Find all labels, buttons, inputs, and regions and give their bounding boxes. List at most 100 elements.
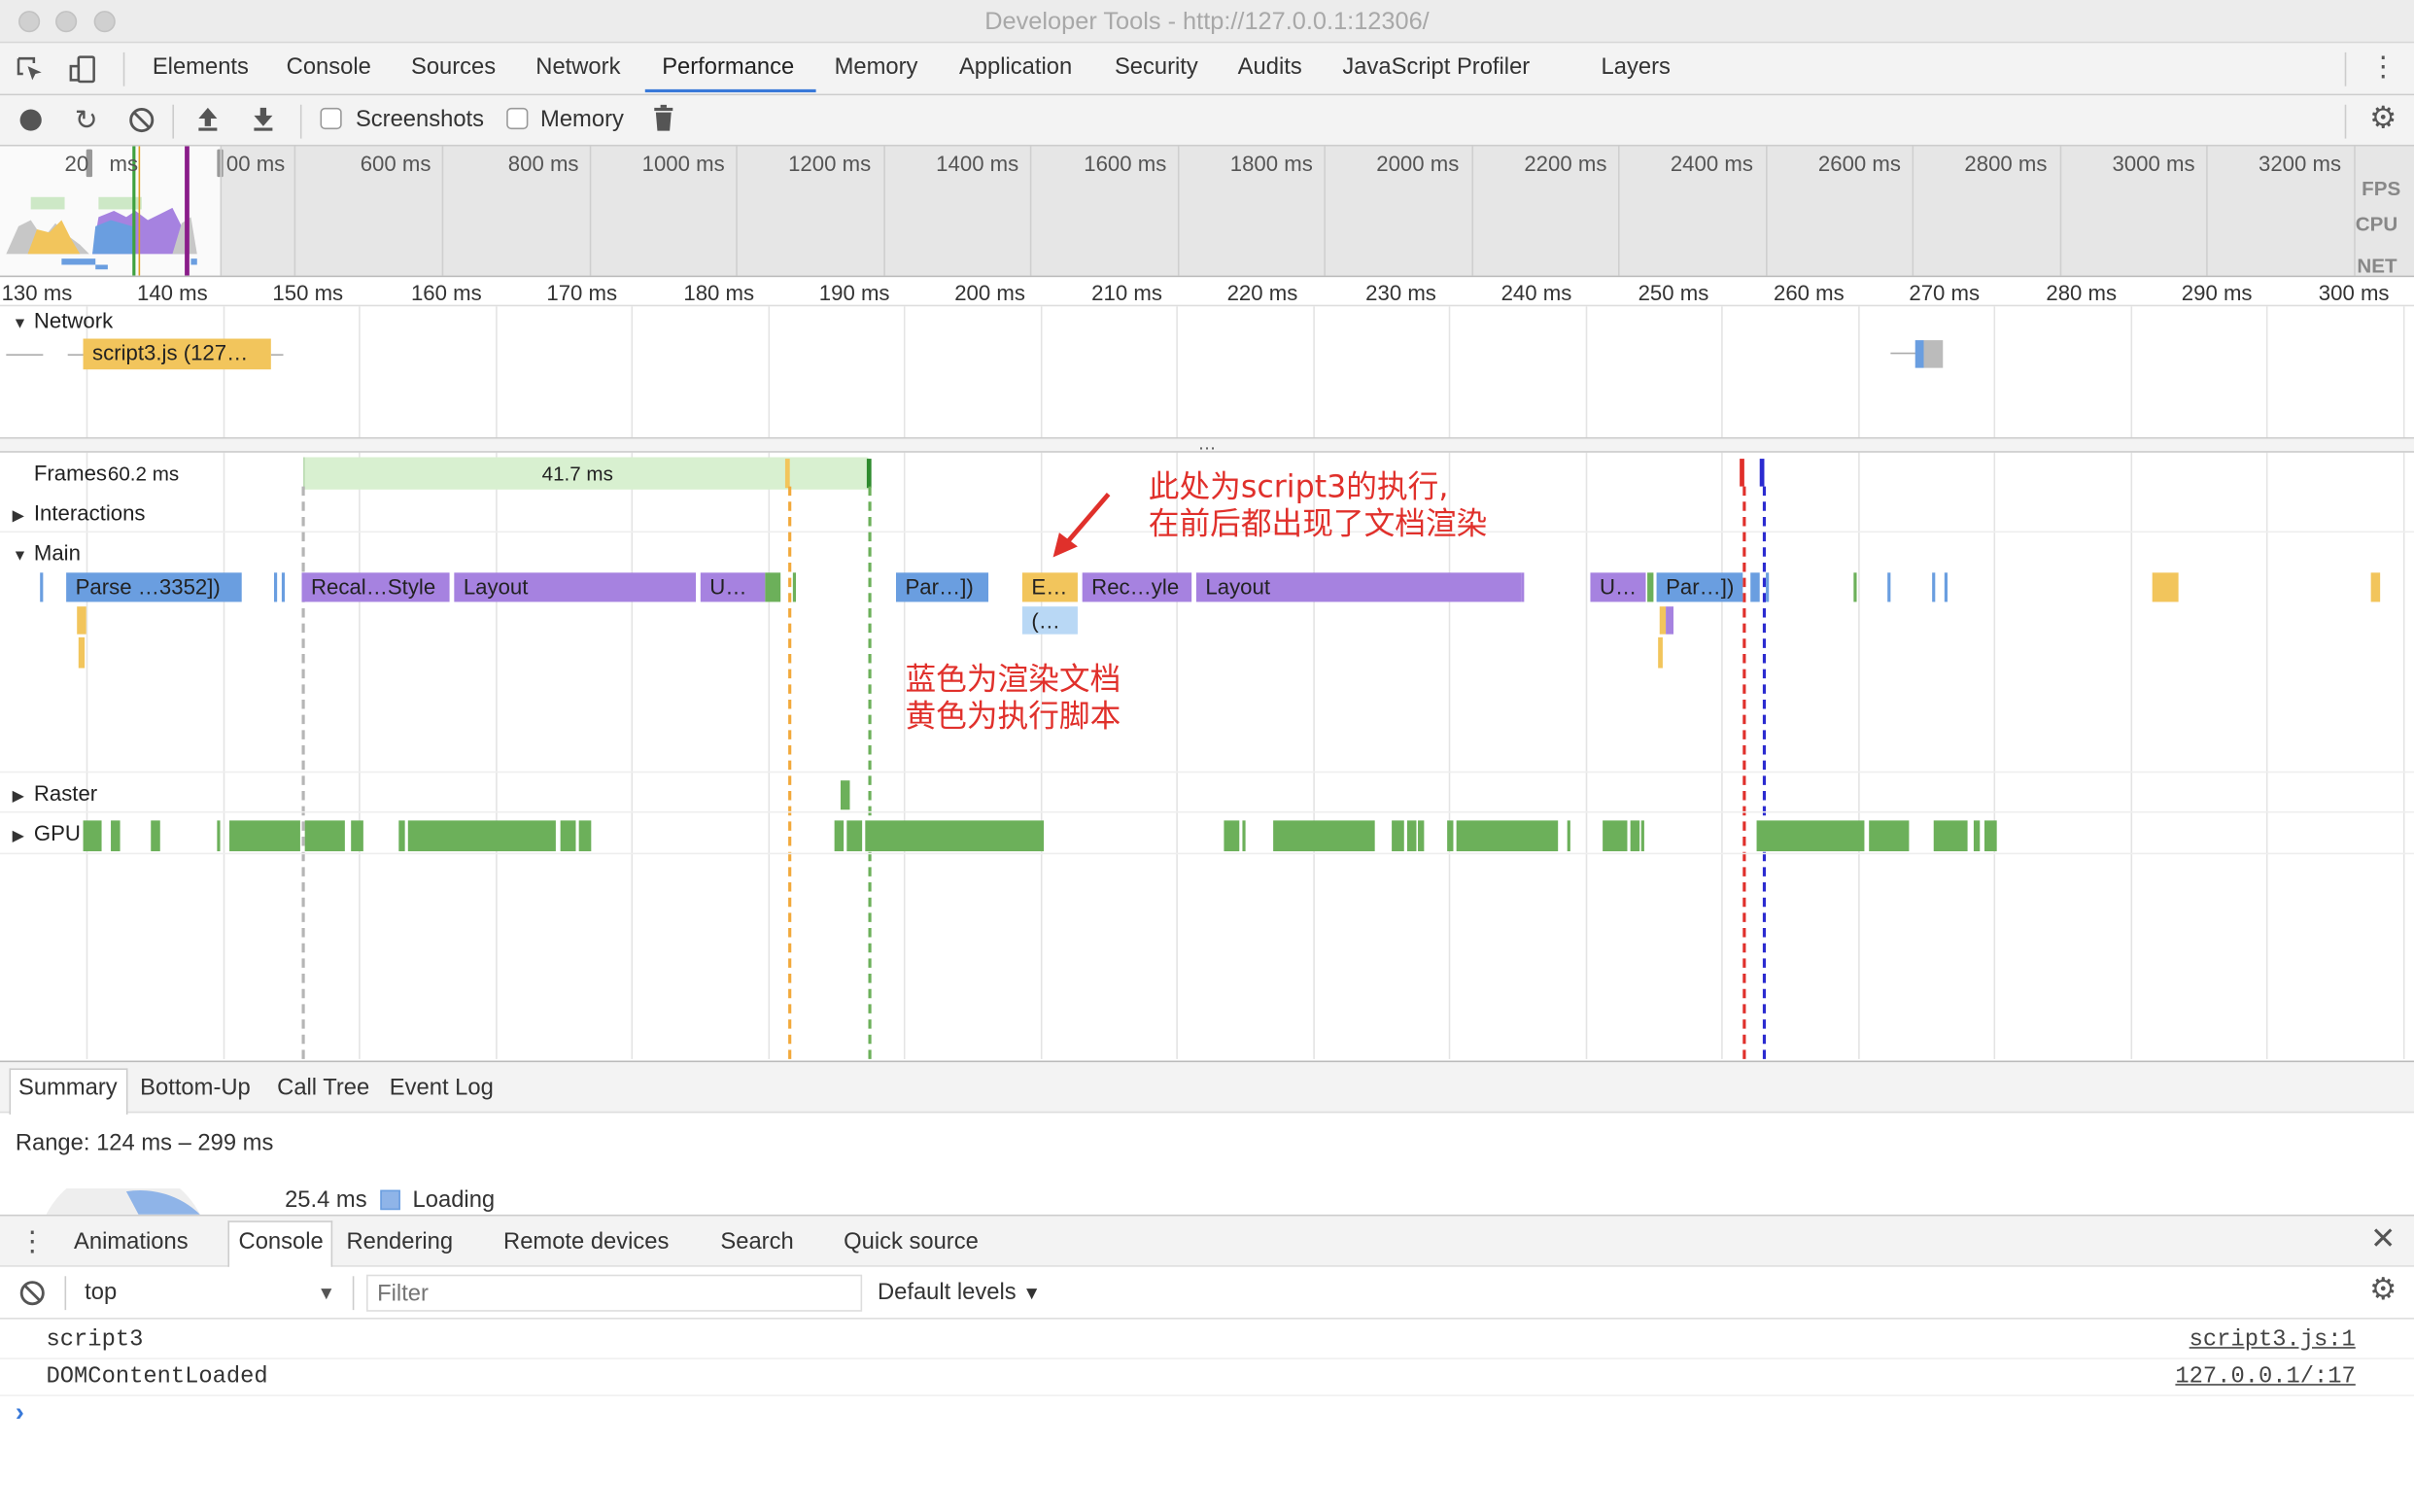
main-slice[interactable] [1944, 572, 1948, 602]
main-track-header[interactable]: ▼Main [13, 540, 81, 565]
main-slice[interactable] [1521, 572, 1525, 602]
tab-layers[interactable]: Layers [1601, 53, 1671, 81]
drawer-tab-console[interactable]: Console [238, 1228, 324, 1255]
gpu-slice[interactable] [111, 820, 121, 852]
gpu-slice[interactable] [83, 820, 102, 852]
drawer-tab-animations[interactable]: Animations [74, 1228, 189, 1255]
selection-handle-left[interactable] [86, 149, 93, 178]
gpu-slice[interactable] [217, 820, 221, 852]
gpu-slice[interactable] [846, 820, 863, 852]
network-request-script3[interactable]: script3.js (127… [83, 338, 271, 370]
chevron-down-icon[interactable]: ▼ [317, 1282, 336, 1304]
main-slice[interactable] [77, 606, 86, 635]
pane-splitter[interactable] [0, 436, 2414, 453]
gpu-slice[interactable] [578, 820, 592, 852]
close-window-button[interactable] [18, 11, 41, 33]
gpu-slice[interactable] [1869, 820, 1910, 852]
console-filter-input[interactable] [366, 1274, 863, 1312]
gpu-slice[interactable] [1456, 820, 1559, 852]
main-slice[interactable] [1666, 606, 1674, 635]
tab-sources[interactable]: Sources [410, 53, 497, 81]
clear-icon[interactable] [126, 106, 157, 141]
tab-performance[interactable]: Performance [662, 53, 795, 81]
main-slice[interactable] [1647, 572, 1654, 602]
gpu-slice[interactable] [229, 820, 300, 852]
minimize-window-button[interactable] [55, 11, 78, 33]
drawer-tab-search[interactable]: Search [720, 1228, 794, 1255]
main-slice[interactable] [281, 572, 286, 602]
raster-track-header[interactable]: ▶Raster [13, 780, 98, 805]
gpu-slice[interactable] [1973, 820, 1981, 852]
interactions-track-header[interactable]: ▶Interactions [13, 500, 146, 525]
main-slice[interactable] [40, 572, 44, 602]
main-slice-recalculate-style[interactable]: Recal…Style [301, 572, 450, 602]
gpu-slice[interactable] [1242, 820, 1246, 852]
tab-audits[interactable]: Audits [1237, 53, 1302, 81]
main-slice-layout[interactable]: Layout [1195, 572, 1522, 602]
main-slice-update[interactable]: U… [700, 572, 766, 602]
frame-bar[interactable] [303, 457, 869, 490]
main-slice[interactable] [1659, 606, 1667, 635]
gpu-slice[interactable] [1933, 820, 1968, 852]
tab-memory[interactable]: Memory [834, 53, 918, 81]
gpu-slice[interactable] [560, 820, 576, 852]
tab-security[interactable]: Security [1114, 53, 1198, 81]
console-source-link[interactable]: 127.0.0.1/:17 [2175, 1363, 2356, 1391]
main-slice-parse-html[interactable]: Par…]) [1656, 572, 1743, 602]
network-track-header[interactable]: ▼Network [13, 308, 114, 332]
drawer-tab-rendering[interactable]: Rendering [346, 1228, 454, 1255]
tab-elements[interactable]: Elements [152, 53, 249, 81]
gpu-slice[interactable] [865, 820, 1045, 852]
main-slice[interactable] [1750, 572, 1760, 602]
main-slice-recalculate-style[interactable]: Rec…yle [1082, 572, 1192, 602]
main-slice[interactable] [78, 636, 86, 669]
drawer-tab-remote-devices[interactable]: Remote devices [503, 1228, 670, 1255]
reload-record-icon[interactable]: ↻ [74, 104, 98, 136]
main-slice[interactable] [1853, 572, 1857, 602]
gpu-slice[interactable] [407, 820, 556, 852]
tab-javascript-profiler[interactable]: JavaScript Profiler [1342, 53, 1531, 81]
record-icon[interactable] [19, 109, 42, 131]
close-drawer-icon[interactable]: ✕ [2370, 1221, 2397, 1256]
gpu-slice[interactable] [1630, 820, 1640, 852]
garbage-collect-icon[interactable] [650, 104, 678, 140]
settings-gear-icon[interactable]: ⚙ [2369, 101, 2397, 136]
console-source-link[interactable]: script3.js:1 [2189, 1326, 2356, 1354]
log-levels-dropdown[interactable]: Default levels ▼ [878, 1279, 1041, 1305]
main-slice[interactable] [273, 572, 278, 602]
gpu-slice[interactable] [1418, 820, 1425, 852]
gpu-slice[interactable] [304, 820, 345, 852]
details-tab-call-tree[interactable]: Call Tree [277, 1074, 370, 1101]
gpu-slice[interactable] [1392, 820, 1404, 852]
gpu-track-header[interactable]: ▶GPU [13, 820, 81, 844]
memory-checkbox[interactable] [506, 107, 529, 130]
tab-network[interactable]: Network [535, 53, 621, 81]
main-slice-parse-html[interactable]: Par…]) [895, 572, 989, 602]
main-slice-layout[interactable]: Layout [454, 572, 697, 602]
gpu-slice[interactable] [1756, 820, 1865, 852]
main-slice-parse[interactable]: Parse …3352]) [66, 572, 242, 602]
inspect-element-icon[interactable] [16, 55, 47, 90]
gpu-slice[interactable] [1984, 820, 1997, 852]
gpu-slice[interactable] [351, 820, 363, 852]
raster-slice[interactable] [840, 780, 850, 810]
drawer-tab-quick-source[interactable]: Quick source [844, 1228, 979, 1255]
tab-application[interactable]: Application [958, 53, 1073, 81]
details-tab-event-log[interactable]: Event Log [389, 1074, 494, 1101]
gpu-slice[interactable] [1224, 820, 1240, 852]
timeline-overview[interactable]: 20 ms 00 ms 600 ms 800 ms 1000 ms 1200 m… [0, 146, 2414, 276]
device-toolbar-icon[interactable] [68, 55, 99, 90]
main-slice[interactable] [792, 572, 797, 602]
main-slice[interactable] [1932, 572, 1936, 602]
screenshots-checkbox[interactable] [320, 107, 342, 130]
details-tab-bottom-up[interactable]: Bottom-Up [140, 1074, 251, 1101]
tab-console[interactable]: Console [286, 53, 371, 81]
load-profile-icon[interactable] [194, 105, 223, 140]
console-prompt[interactable]: › [15, 1397, 24, 1427]
drawer-menu-icon[interactable]: ⋮ [18, 1225, 47, 1256]
save-profile-icon[interactable] [250, 105, 278, 140]
gpu-slice[interactable] [1273, 820, 1375, 852]
details-tab-summary[interactable]: Summary [18, 1074, 118, 1101]
main-slice-evaluate-script[interactable]: E… [1021, 572, 1078, 602]
clear-console-icon[interactable] [17, 1279, 48, 1314]
